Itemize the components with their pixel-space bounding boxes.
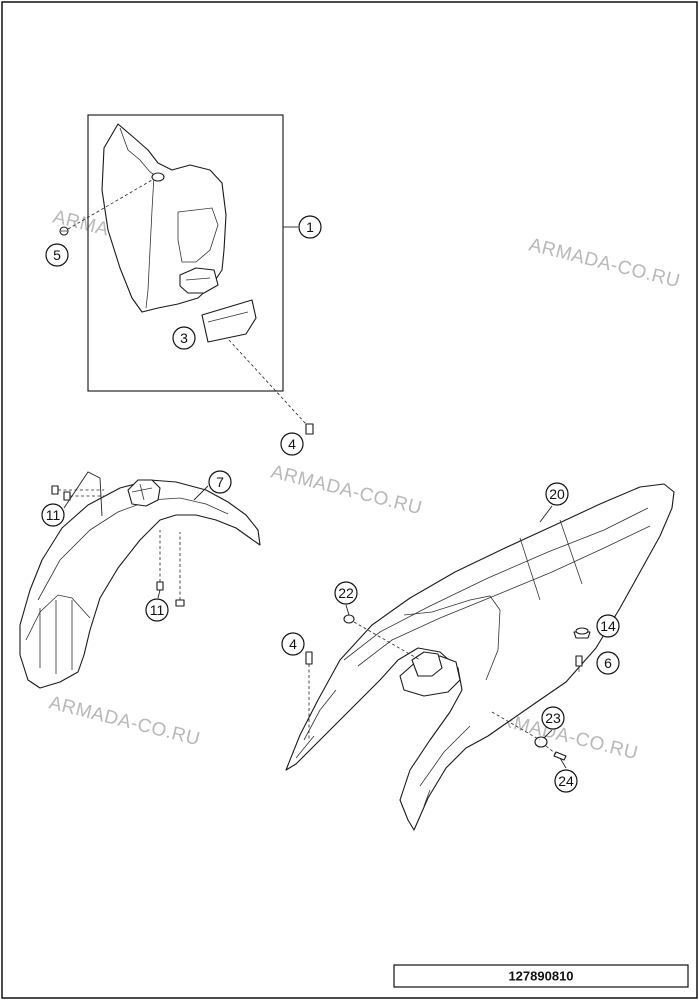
spacer-part-23 (534, 736, 548, 748)
watermark: ARMADA-CO.RU (527, 234, 682, 292)
nut-part-22 (343, 614, 355, 624)
leader-line (228, 339, 307, 425)
callout-4-rear[interactable]: 4 (281, 632, 305, 656)
number-plate (101, 123, 227, 313)
screw-part-4-top (305, 423, 314, 435)
rear-fender-lower-edge (419, 725, 471, 807)
drawing-number-box: 127890810 (393, 964, 689, 988)
callout-22[interactable]: 22 (334, 581, 358, 605)
front-fender-lip (25, 594, 91, 641)
leader-line (559, 757, 567, 769)
leader-line (543, 729, 553, 739)
screws-part-11-bottom (156, 581, 185, 607)
bracket-detail (185, 277, 211, 281)
leader-line (58, 489, 104, 497)
callout-label: 20 (549, 486, 565, 502)
pad-part-3 (201, 299, 257, 343)
screw-part-5 (59, 226, 69, 236)
callout-20[interactable]: 20 (545, 482, 569, 506)
callout-11-bottom[interactable]: 11 (145, 598, 169, 622)
callout-4-top[interactable]: 4 (280, 432, 304, 456)
callout-24[interactable]: 24 (554, 769, 578, 793)
leader-line (63, 471, 103, 517)
front-fender-assembly (19, 471, 261, 689)
number-plate-mount-hole (151, 172, 165, 182)
leader-line (539, 505, 553, 523)
rear-fender-boss (411, 651, 443, 677)
callout-label: 4 (288, 436, 296, 452)
front-fender-mount (127, 479, 161, 507)
number-plate-edge (119, 127, 157, 177)
number-plate-crease (145, 175, 155, 309)
callout-label: 11 (150, 602, 165, 618)
front-fender-mount-detail (131, 483, 153, 501)
leader-line (193, 485, 209, 501)
callout-label: 11 (46, 507, 61, 523)
number-plate-recess (177, 207, 219, 263)
callout-14[interactable]: 14 (596, 614, 620, 638)
callout-label: 23 (545, 710, 561, 726)
rear-fender-inner (403, 595, 501, 681)
callout-label: 1 (306, 219, 314, 235)
callout-label: 5 (53, 247, 61, 263)
screws-part-11-top (51, 485, 71, 501)
drawing-number: 127890810 (508, 969, 573, 984)
assembly-box (87, 114, 284, 392)
number-plate-assembly (59, 114, 314, 435)
callout-label: 3 (180, 330, 188, 346)
callout-label: 7 (216, 474, 224, 490)
front-fender-ridge (37, 497, 229, 601)
callout-label: 6 (604, 655, 612, 671)
rear-fender-ridge-2 (357, 525, 651, 667)
bolt-part-24 (553, 751, 567, 761)
callout-7[interactable]: 7 (208, 470, 232, 494)
callout-label: 24 (558, 773, 574, 789)
leader-line (353, 621, 421, 661)
watermark: ARMADA-CO.RU (269, 461, 424, 519)
pad-detail (207, 311, 249, 323)
callout-6[interactable]: 6 (596, 651, 620, 675)
watermark: ARMADA-CO.RU (47, 692, 202, 750)
callout-label: 22 (338, 585, 354, 601)
leader-line (491, 711, 557, 755)
leader-line (157, 589, 161, 599)
callout-23[interactable]: 23 (541, 706, 565, 730)
callout-label: 4 (289, 636, 297, 652)
grommet-part-14 (573, 627, 591, 639)
screw-part-4-rear (305, 651, 313, 665)
rear-fender-ridge-1 (343, 507, 649, 661)
leader-line (345, 604, 350, 616)
front-fender-tail-lines (39, 600, 73, 674)
leader-line (159, 530, 181, 600)
rear-fender-tail-lines (519, 519, 583, 601)
callout-5[interactable]: 5 (45, 243, 69, 267)
callout-label: 14 (600, 618, 616, 634)
number-plate-bracket (179, 267, 219, 294)
screw-part-6 (575, 655, 583, 672)
callout-1[interactable]: 1 (298, 215, 322, 239)
rear-fender-assembly (285, 483, 675, 831)
callout-11-top[interactable]: 11 (41, 503, 65, 527)
callout-3[interactable]: 3 (172, 326, 196, 350)
